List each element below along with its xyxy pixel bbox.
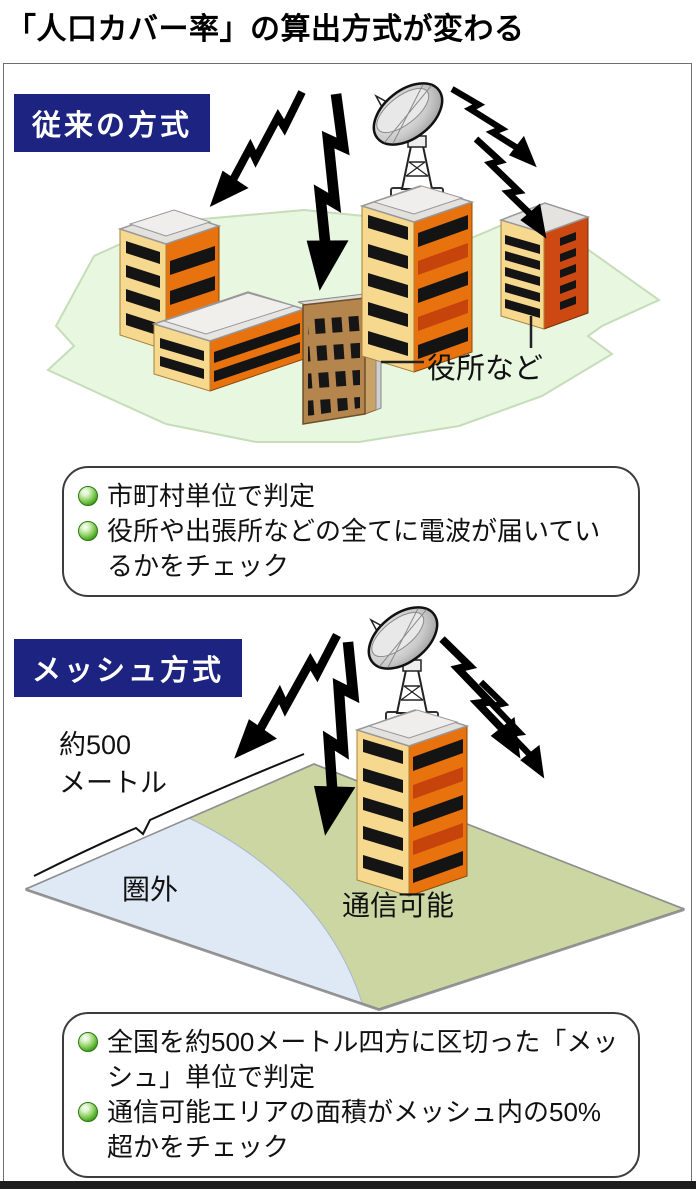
note-text: 市町村単位で判定 [107,481,316,511]
note-item: 市町村単位で判定 [76,479,624,514]
note-text: 全国を約500メートル四方に区切った「メッシュ」単位で判定 [107,1027,619,1092]
office-label: 役所など [427,353,544,385]
mesh-size-label-line1: 約500 [59,730,132,760]
note-text: 通信可能エリアの面積がメッシュ内の50%超かをチェック [107,1097,602,1162]
note-item: 役所や出張所などの全てに電波が届いているかをチェック [76,514,624,584]
satellite-antenna-icon [361,69,455,201]
note-item: 通信可能エリアの面積がメッシュ内の50%超かをチェック [76,1095,624,1165]
mesh-size-label-line2: メートル [59,768,167,798]
mesh-size-label: 約500 メートル [59,726,167,802]
figure-frame: 役所など 従来の方式 市町村単位で判定 役所や出張所などの全てに電波が届いている… [3,63,692,1182]
note-item: 全国を約500メートル四方に区切った「メッシュ」単位で判定 [76,1025,624,1095]
bullet-sphere-icon [78,1102,98,1122]
satellite-antenna-icon [356,593,450,725]
conventional-diagram [46,69,661,443]
bottom-rule [0,1181,696,1189]
mesh-diagram [24,593,685,1011]
mesh-notes-box: 全国を約500メートル四方に区切った「メッシュ」単位で判定 通信可能エリアの面積… [62,1012,640,1178]
conventional-notes-box: 市町村単位で判定 役所や出張所などの全てに電波が届いているかをチェック [62,466,640,597]
page-title: 「人口カバー率」の算出方式が変わる [6,13,525,46]
building [117,209,222,351]
dimension-brace [33,753,305,877]
building-office [297,293,383,425]
bullet-sphere-icon [78,521,98,541]
out-of-range-area [24,817,380,1010]
building-basestation [356,709,468,897]
building [498,202,591,330]
radio-wave-arrow-icon [481,671,554,785]
bullet-sphere-icon [78,486,98,506]
radio-wave-arrow-icon [197,92,324,217]
coverage-available-label: 通信可能 [342,890,455,921]
conventional-method-badge: 従来の方式 [14,94,211,152]
note-text: 役所や出張所などの全てに電波が届いているかをチェック [107,516,601,581]
building [151,291,307,392]
bullet-sphere-icon [78,1032,98,1052]
mesh-method-badge: メッシュ方式 [14,639,243,697]
out-of-range-label: 圏外 [122,874,179,905]
